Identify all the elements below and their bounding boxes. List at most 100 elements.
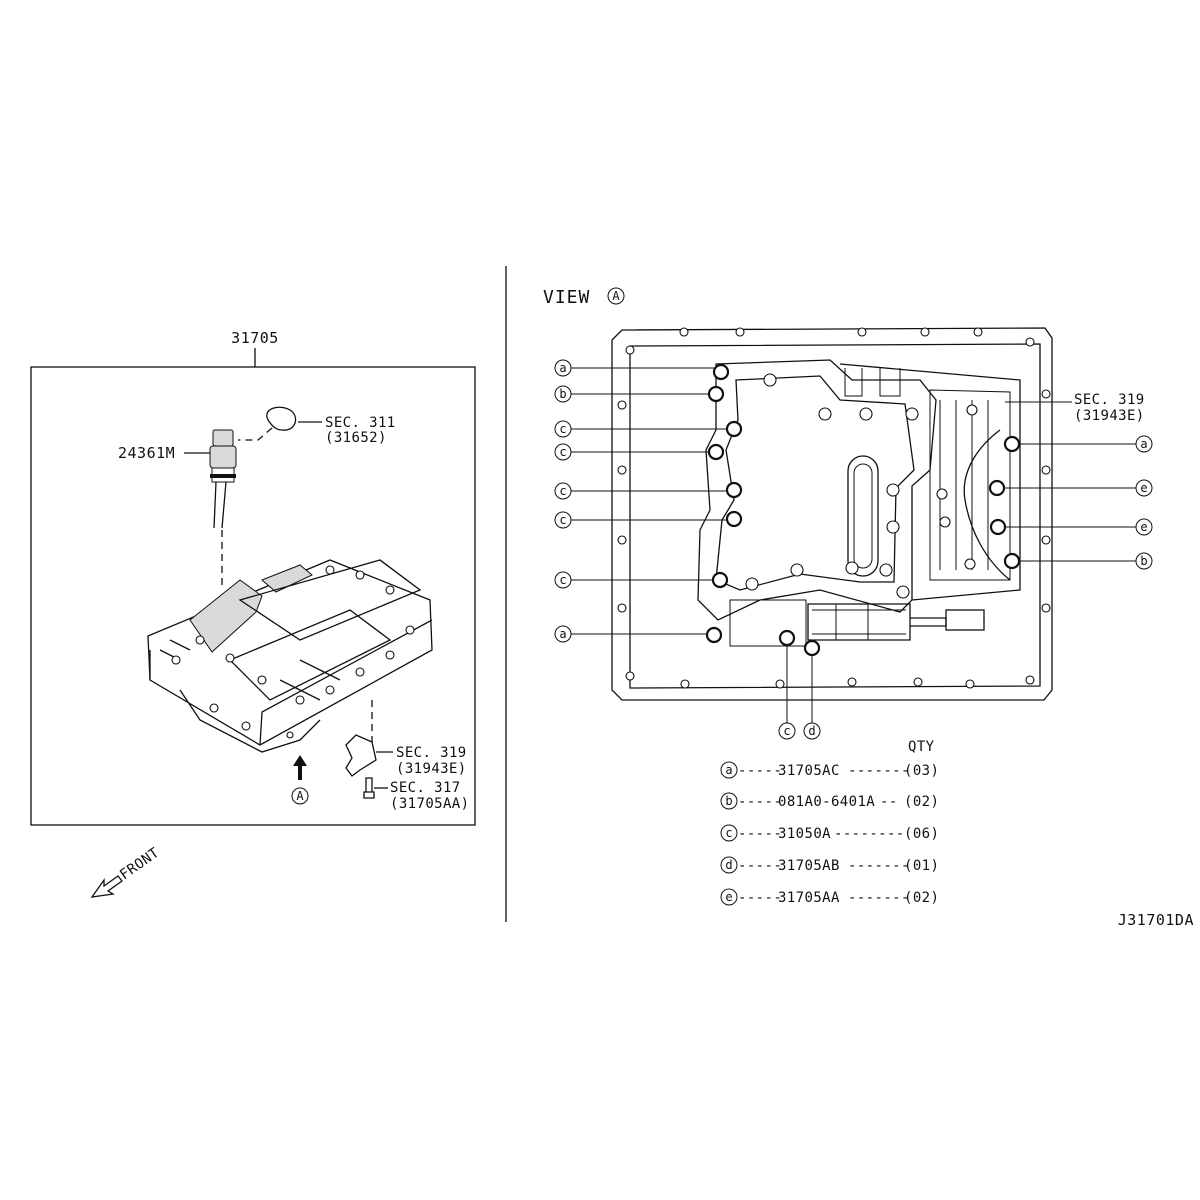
callout-circle <box>778 722 796 740</box>
bolt-a-2[interactable] <box>705 626 723 644</box>
callout-letter[interactable]: c <box>559 573 566 587</box>
callout-letter[interactable]: b <box>559 387 566 401</box>
right-callout-leaders <box>1004 443 1136 562</box>
callout-letter[interactable]: a <box>559 627 566 641</box>
gasket-hole <box>847 677 857 687</box>
front-arrow-icon <box>90 875 123 898</box>
bolt-c-5[interactable] <box>711 571 729 589</box>
legend-row[interactable]: e ----- 31705AA ------- (02) <box>720 888 939 906</box>
gasket-hole <box>920 327 930 337</box>
bolt-d-1[interactable] <box>803 639 821 657</box>
bolt-e-2[interactable] <box>989 518 1007 536</box>
legend-row[interactable]: b ----- 081A0-6401A -- (02) <box>720 792 939 810</box>
valve-body-bolt <box>286 731 294 739</box>
solenoid-detail <box>812 604 906 640</box>
valve-body-spool-bores <box>939 400 989 570</box>
bolt-c-4[interactable] <box>725 510 743 528</box>
callout-letter[interactable]: a <box>559 361 566 375</box>
valve-body-bolt <box>241 721 251 731</box>
callout-letter[interactable]: d <box>808 724 815 738</box>
bolt-legend: QTY a ----- 31705AC ------- (03) b -----… <box>720 739 939 906</box>
callout-letter[interactable]: c <box>783 724 790 738</box>
valve-body-bolt <box>171 655 181 665</box>
plate-hole <box>845 561 859 575</box>
legend-leader: -------- <box>834 826 905 842</box>
callout-circle <box>554 420 572 438</box>
callout-letter[interactable]: b <box>1140 554 1147 568</box>
bolt-c-3[interactable] <box>725 481 743 499</box>
legend-qty: (02) <box>904 794 939 810</box>
callout-letter[interactable]: e <box>1140 520 1147 534</box>
callout-letter[interactable]: c <box>559 422 566 436</box>
legend-key-circle <box>720 761 738 779</box>
bolt-a-3[interactable] <box>1003 435 1021 453</box>
callout-circle <box>554 443 572 461</box>
legend-qty: (02) <box>904 890 939 906</box>
legend-qty-header: QTY <box>908 739 935 755</box>
front-direction-indicator: FRONT <box>90 845 163 898</box>
callout-letter[interactable]: c <box>559 445 566 459</box>
bolt-e-1[interactable] <box>988 479 1006 497</box>
valve-body-upper-deck <box>238 559 422 641</box>
sec311-balloon-outline <box>266 406 297 431</box>
legend-row[interactable]: a ----- 31705AC ------- (03) <box>720 761 939 779</box>
filter-slot <box>847 455 879 577</box>
gasket-hole <box>1025 675 1035 685</box>
oil-pan-gasket[interactable] <box>611 327 1053 701</box>
legend-key-letter: c <box>725 826 732 840</box>
legend-part-number: 081A0-6401A <box>778 794 875 810</box>
sec319-left-label[interactable]: SEC. 319 <box>396 745 467 761</box>
legend-prefix-leader: ----- <box>738 794 782 810</box>
callout-circle <box>554 385 572 403</box>
bracket-part[interactable] <box>345 734 377 777</box>
callout-letter[interactable]: a <box>1140 437 1147 451</box>
left-callouts: a b c c c c c a <box>554 359 572 643</box>
legend-row[interactable]: d ----- 31705AB ------- (01) <box>720 856 939 874</box>
assembly-part-number[interactable]: 31705 <box>231 329 279 347</box>
bolt-c-6[interactable] <box>778 629 796 647</box>
valve-body-bolt <box>325 685 335 695</box>
sec317-ref: (31705AA) <box>390 796 469 812</box>
right-callouts: a e e b <box>1135 435 1153 570</box>
gasket-hole <box>679 327 689 337</box>
callout-circle <box>554 571 572 589</box>
control-valve-body[interactable] <box>147 559 433 753</box>
gasket-outer-edge <box>611 327 1053 701</box>
valve-body-bolt <box>355 667 365 677</box>
valve-body-accumulator <box>189 579 263 653</box>
sec319-left-ref: (31943E) <box>396 761 467 777</box>
bolt-b-2[interactable] <box>1003 552 1021 570</box>
legend-key-letter: a <box>725 763 732 777</box>
sec311-label[interactable]: SEC. 311 <box>325 415 396 431</box>
view-title-marker-letter: A <box>612 289 620 303</box>
bolt-c-2[interactable] <box>707 443 725 461</box>
gasket-hole <box>625 671 635 681</box>
speed-sensor[interactable] <box>209 429 237 529</box>
sec319-right-label[interactable]: SEC. 319 <box>1074 392 1145 408</box>
legend-leader: ------- <box>848 858 910 874</box>
legend-row[interactable]: c ----- 31050A -------- (06) <box>720 824 939 842</box>
callout-letter[interactable]: e <box>1140 481 1147 495</box>
gasket-hole <box>617 603 627 613</box>
bolt-part[interactable] <box>363 777 375 799</box>
valve-body-bottom-view[interactable] <box>697 359 1021 647</box>
sec311-dashed-leader <box>238 427 273 441</box>
valve-body-middle-deck <box>228 609 392 701</box>
bolt-b-1[interactable] <box>707 385 725 403</box>
gasket-hole <box>965 679 975 689</box>
callout-letter[interactable]: c <box>559 484 566 498</box>
legend-part-number: 31050A <box>778 826 831 842</box>
sensor-body <box>209 445 237 469</box>
valve-body-top-ports <box>844 368 901 397</box>
bolt-c-1[interactable] <box>725 420 743 438</box>
bolt-a-1[interactable] <box>712 363 730 381</box>
callout-circle <box>1135 518 1153 536</box>
legend-leader: -- <box>880 794 898 810</box>
solenoid-connector <box>945 609 985 631</box>
sec317-label[interactable]: SEC. 317 <box>390 780 461 796</box>
legend-prefix-leader: ----- <box>738 826 782 842</box>
valve-body-top-block <box>261 564 313 593</box>
sensor-part-number[interactable]: 24361M <box>118 444 175 462</box>
front-label: FRONT <box>117 845 162 884</box>
callout-letter[interactable]: c <box>559 513 566 527</box>
